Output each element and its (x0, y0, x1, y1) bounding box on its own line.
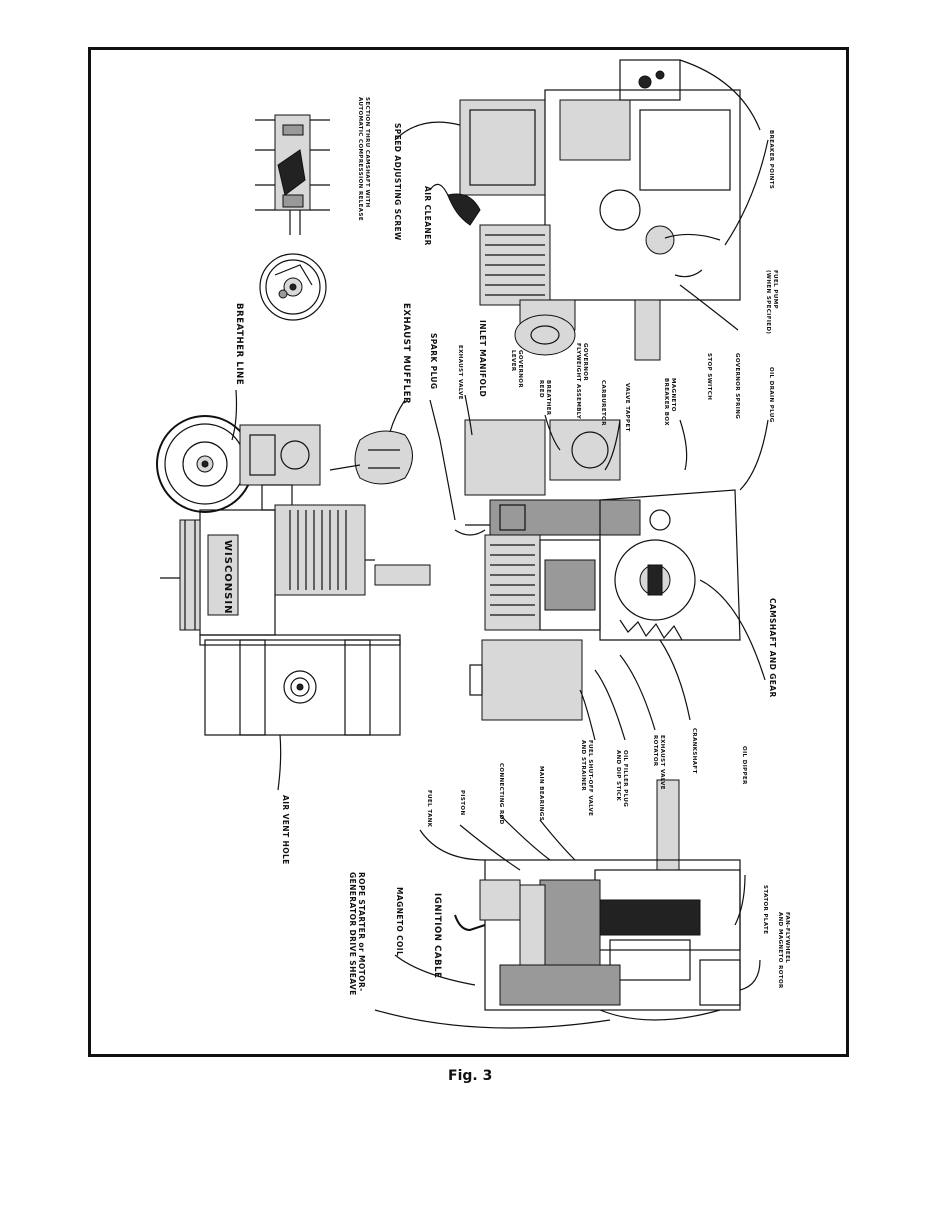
label-magneto-breaker-box: MAGNETO BREAKER BOX (663, 378, 676, 426)
label-carburetor: CARBURETOR (600, 380, 606, 426)
label-fuel-tank: FUEL TANK (426, 790, 432, 828)
label-ignition-cable: IGNITION CABLE (432, 893, 442, 979)
crankshaft-cutaway (374, 779, 761, 1029)
camshaft-gear-detail (259, 253, 327, 321)
label-crankshaft: CRANKSHAFT (691, 728, 697, 774)
label-valve-tappet: VALVE TAPPET (624, 383, 630, 432)
label-magneto-coil: MAGNETO COIL (395, 887, 404, 957)
label-exhaust-valve-rotator: EXHAUST VALVE ROTATOR (652, 735, 665, 790)
cooling-fins (289, 510, 347, 590)
label-fan-flywheel: FAN-FLYWHEEL AND MAGNETO ROTOR (777, 912, 790, 989)
label-breather-line: BREATHER LINE (234, 303, 244, 386)
label-section-camshaft: SECTION THRU CAMSHAFT WITH AUTOMATIC COM… (357, 97, 370, 221)
label-fuel-shutoff: FUEL SHUT-OFF VALVE AND STRAINER (580, 740, 593, 817)
label-camshaft-and-gear: CAMSHAFT AND GEAR (768, 598, 777, 698)
label-oil-drain-plug: OIL DRAIN PLUG (768, 367, 774, 423)
engine-side-view (447, 59, 741, 361)
nameplate-logo: WISCONSIN (222, 540, 233, 615)
camshaft-section-detail (255, 114, 330, 235)
label-stop-switch: STOP SWITCH (706, 353, 712, 401)
label-governor-spring: GOVERNOR SPRING (734, 353, 740, 420)
cylinder-cutaway (429, 394, 769, 741)
label-main-bearings: MAIN BEARINGS (538, 766, 544, 822)
label-governor-lever: GOVERNOR LEVER (510, 350, 523, 389)
label-oil-filler: OIL FILLER PLUG AND DIP STICK (615, 750, 628, 808)
label-breather-reed: BREATHER REED (538, 380, 551, 416)
label-breaker-points: BREAKER POINTS (768, 130, 774, 190)
label-exhaust-valve: EXHAUST VALVE (457, 345, 463, 400)
label-fuel-pump: FUEL PUMP (WHEN SPECIFIED) (765, 270, 778, 335)
label-stator-plate: STATOR PLATE (762, 885, 768, 935)
label-rope-starter: ROPE STARTER or MOTOR- GENERATOR DRIVE S… (348, 872, 366, 996)
label-air-vent-hole: AIR VENT HOLE (281, 795, 290, 865)
label-speed-adjusting-screw: SPEED ADJUSTING SCREW (393, 123, 402, 241)
figure-caption: Fig. 3 (448, 1068, 493, 1084)
label-connecting-rod: CONNECTING ROD (498, 763, 504, 825)
label-governor-flyweight: GOVERNOR FLYWEIGHT ASSEMBLY (575, 343, 588, 420)
engine-external-view (156, 389, 431, 791)
label-piston: PISTON (459, 790, 465, 816)
label-inlet-manifold: INLET MANIFOLD (478, 320, 487, 398)
label-exhaust-muffler: EXHAUST MUFFLER (401, 303, 411, 405)
label-spark-plug: SPARK PLUG (429, 333, 438, 390)
label-oil-dipper: OIL DIPPER (741, 746, 747, 785)
label-air-cleaner: AIR CLEANER (423, 186, 432, 246)
